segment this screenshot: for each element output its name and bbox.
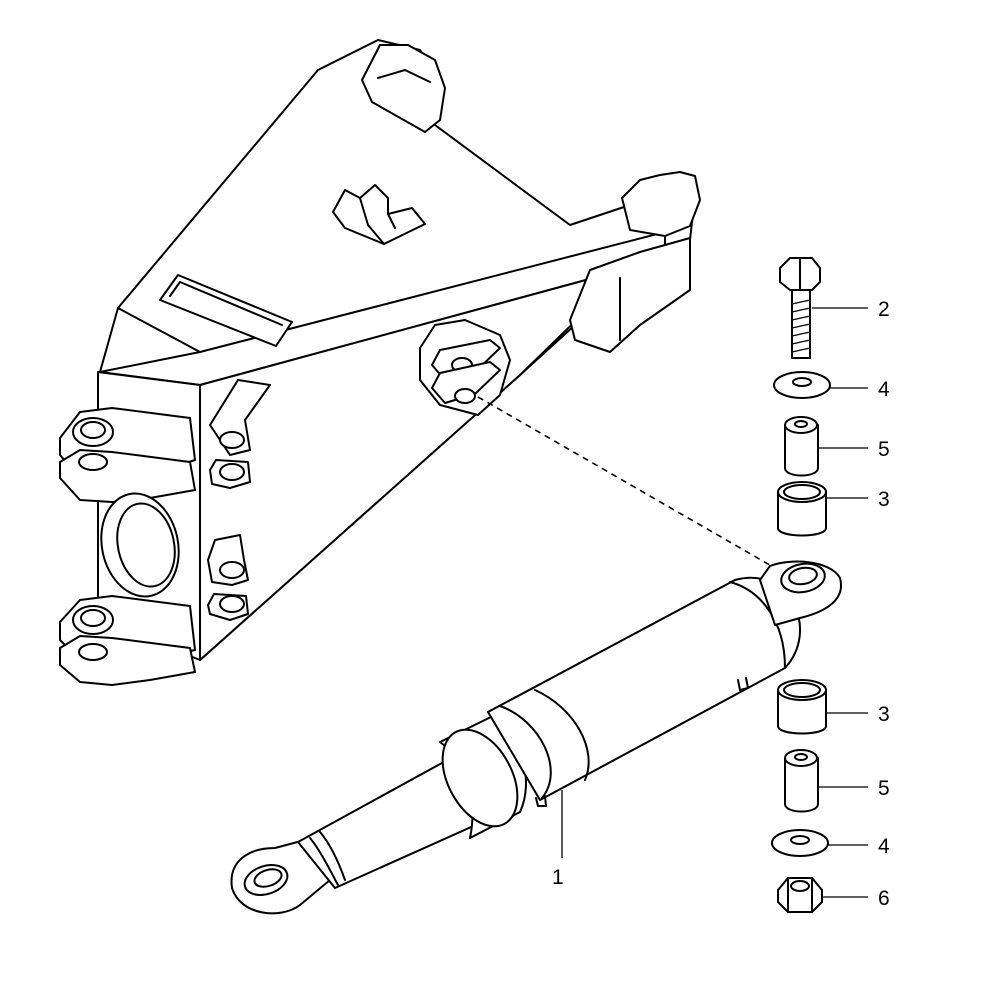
spacer-upper	[784, 416, 819, 477]
callout-washer-upper: 4	[878, 378, 890, 401]
callout-bushing-upper: 3	[878, 488, 890, 511]
bolt	[779, 257, 821, 359]
washer-upper	[773, 371, 831, 399]
callout-bushing-lower: 3	[878, 703, 890, 726]
callout-lock-nut: 6	[878, 887, 890, 910]
callout-washer-lower: 4	[878, 835, 890, 858]
cylinder-mount-lug	[419, 319, 511, 416]
leader-lines	[561, 307, 868, 898]
bushing-upper	[777, 481, 827, 537]
spacer-lower	[784, 749, 819, 813]
callout-spacer-upper: 5	[878, 438, 890, 461]
callout-cylinder: 1	[552, 866, 564, 889]
side-bracket-upper	[209, 379, 271, 489]
a-frame-carrier	[59, 39, 701, 686]
hitch-lugs-lower	[59, 595, 196, 686]
lock-nut	[777, 877, 823, 913]
washer-lower	[771, 829, 829, 857]
hydraulic-cylinder	[230, 560, 843, 915]
bushing-lower	[777, 679, 827, 735]
hitch-lugs-upper	[59, 407, 196, 503]
callout-bolt: 2	[878, 298, 890, 321]
side-bracket-lower	[207, 534, 249, 621]
callout-spacer-lower: 5	[878, 777, 890, 800]
assembly-center-line	[477, 396, 776, 569]
